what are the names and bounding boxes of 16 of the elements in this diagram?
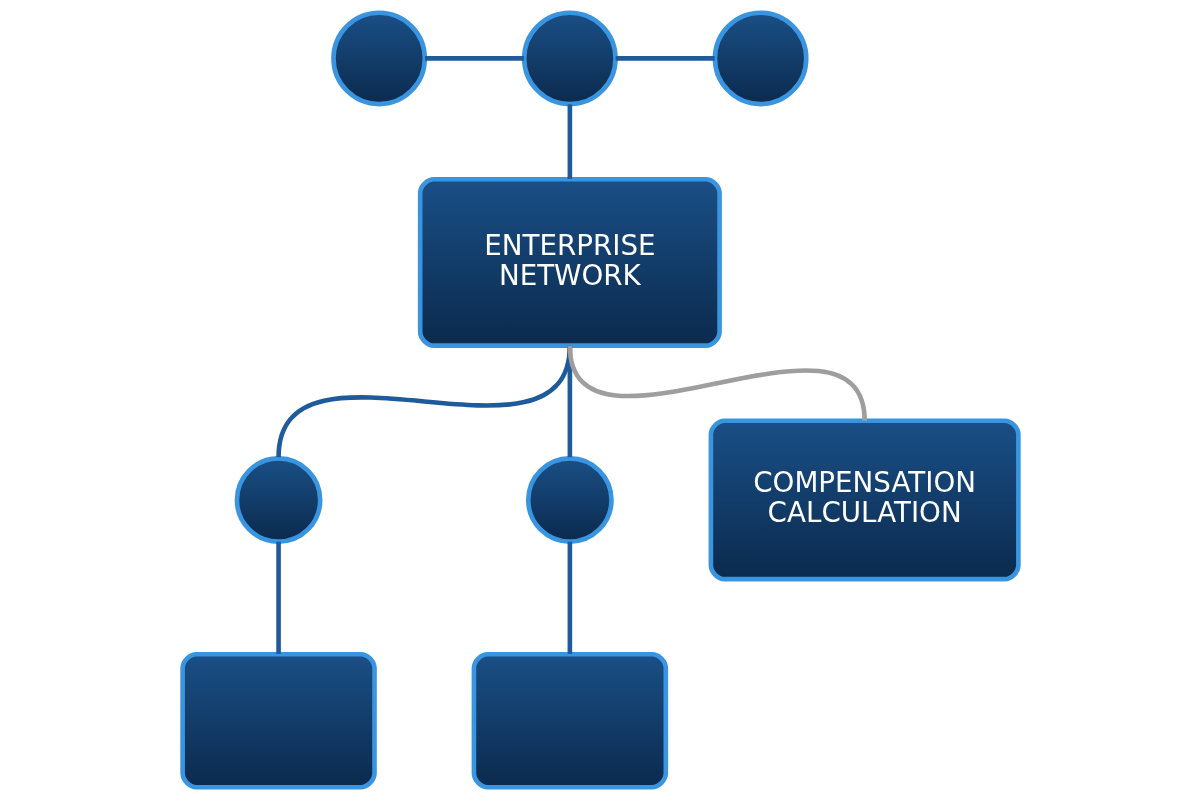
connector xyxy=(424,56,524,61)
node-circle xyxy=(525,456,614,544)
connector xyxy=(275,345,572,458)
node-box: ENTERPRISE NETWORK xyxy=(417,176,722,348)
node-circle xyxy=(330,10,427,107)
connector xyxy=(567,104,572,179)
node-box xyxy=(471,652,668,790)
connector xyxy=(567,345,867,422)
node-circle xyxy=(234,456,322,544)
node-circle xyxy=(712,10,809,107)
node-circle xyxy=(521,10,618,107)
connector xyxy=(275,541,281,654)
node-box xyxy=(179,652,377,790)
node-box: COMPENSATION CALCULATION xyxy=(708,418,1021,582)
connector xyxy=(615,56,715,61)
connector xyxy=(567,541,572,654)
